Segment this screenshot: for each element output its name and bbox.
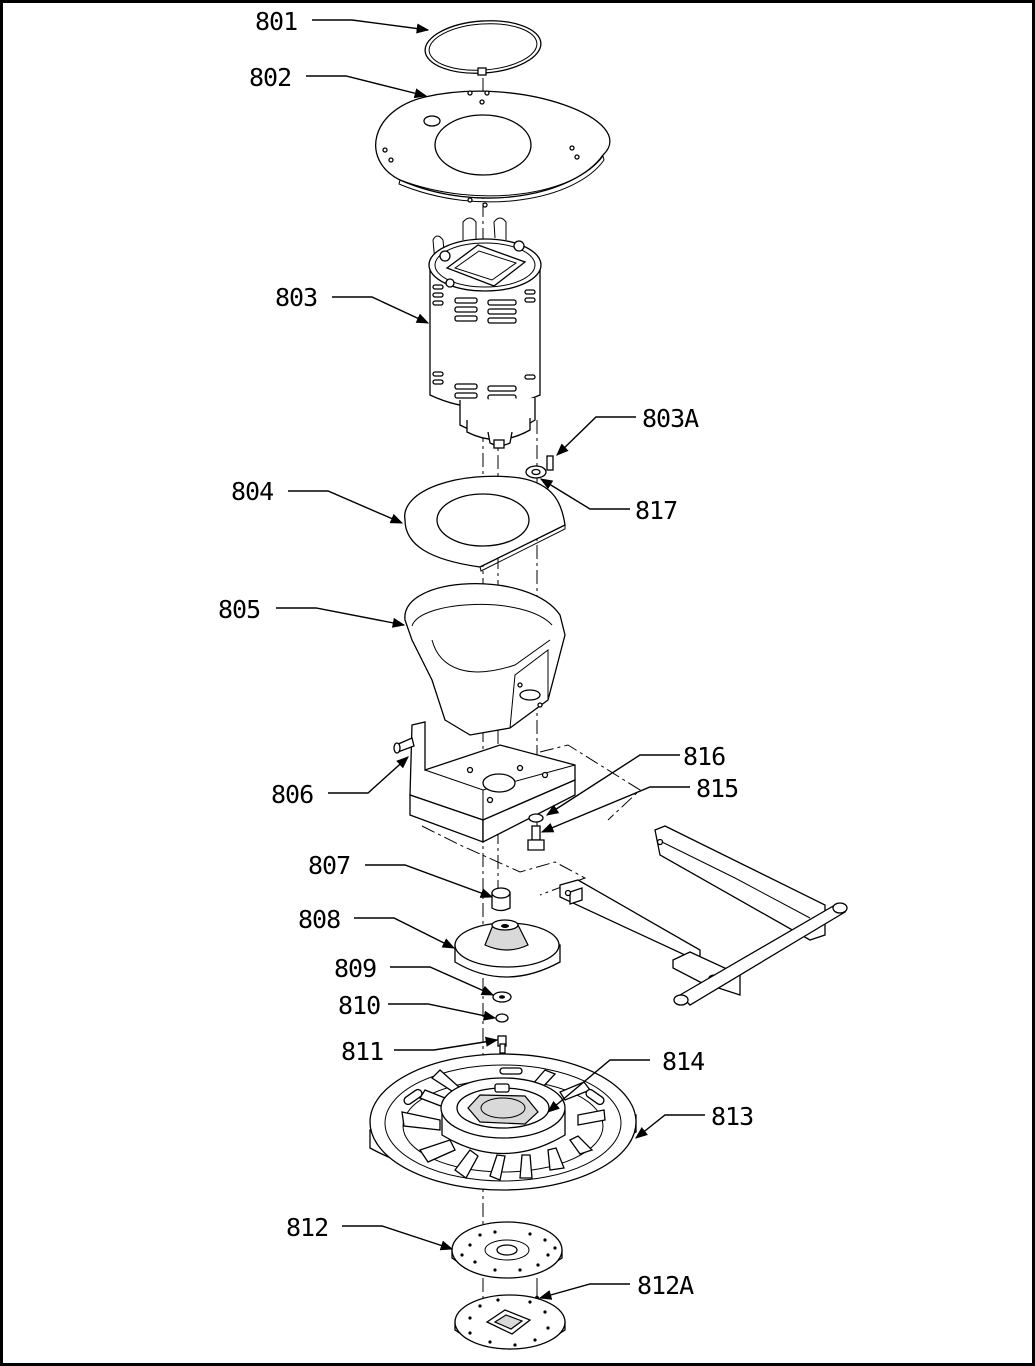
callout-817: 817 xyxy=(635,496,677,525)
part-816-lockwasher xyxy=(528,813,544,823)
callout-labels: 801 802 803 803A 804 817 805 816 815 806… xyxy=(218,7,754,1300)
callout-801: 801 xyxy=(255,7,297,36)
callout-804: 804 xyxy=(231,477,273,506)
part-817-washer xyxy=(525,465,547,479)
part-803A-key xyxy=(546,455,554,471)
callout-810: 810 xyxy=(338,991,380,1020)
part-804-gasket xyxy=(404,475,566,572)
callout-811: 811 xyxy=(341,1037,383,1066)
part-807-nut xyxy=(491,887,511,912)
callout-815: 815 xyxy=(696,774,738,803)
part-805-hood xyxy=(404,583,566,736)
callout-809: 809 xyxy=(334,954,376,983)
part-810-lockwasher xyxy=(495,1013,509,1023)
leader-lines xyxy=(276,19,705,1300)
callout-814: 814 xyxy=(662,1047,704,1076)
part-812A-screw xyxy=(534,1278,540,1301)
motor-vent-slots-lower xyxy=(432,371,536,401)
callout-803: 803 xyxy=(275,283,317,312)
callout-807: 807 xyxy=(308,851,350,880)
callout-803A: 803A xyxy=(642,404,699,433)
part-812-clutch-plate xyxy=(451,1221,563,1279)
part-806-bracket xyxy=(393,721,576,844)
callout-816: 816 xyxy=(683,742,725,771)
part-803-motor xyxy=(428,217,542,449)
part-bottom-plate xyxy=(454,1294,566,1350)
part-handle-yoke xyxy=(559,825,848,1006)
motor-vent-slots-upper xyxy=(432,284,536,324)
part-813-pad-driver xyxy=(369,1053,637,1191)
callout-808: 808 xyxy=(298,905,340,934)
part-811-screw xyxy=(497,1035,507,1054)
part-814-hub xyxy=(440,1077,566,1155)
callout-802: 802 xyxy=(249,63,291,92)
part-809-washer xyxy=(492,991,512,1003)
part-801-ring xyxy=(424,20,542,76)
part-808-hub xyxy=(454,919,561,978)
part-815-bolt xyxy=(527,825,545,851)
part-802-plate xyxy=(375,90,611,208)
callout-812: 812 xyxy=(286,1213,328,1242)
callout-812A: 812A xyxy=(637,1271,694,1300)
callout-805: 805 xyxy=(218,595,260,624)
callout-813: 813 xyxy=(711,1102,753,1131)
callout-806: 806 xyxy=(271,780,313,809)
